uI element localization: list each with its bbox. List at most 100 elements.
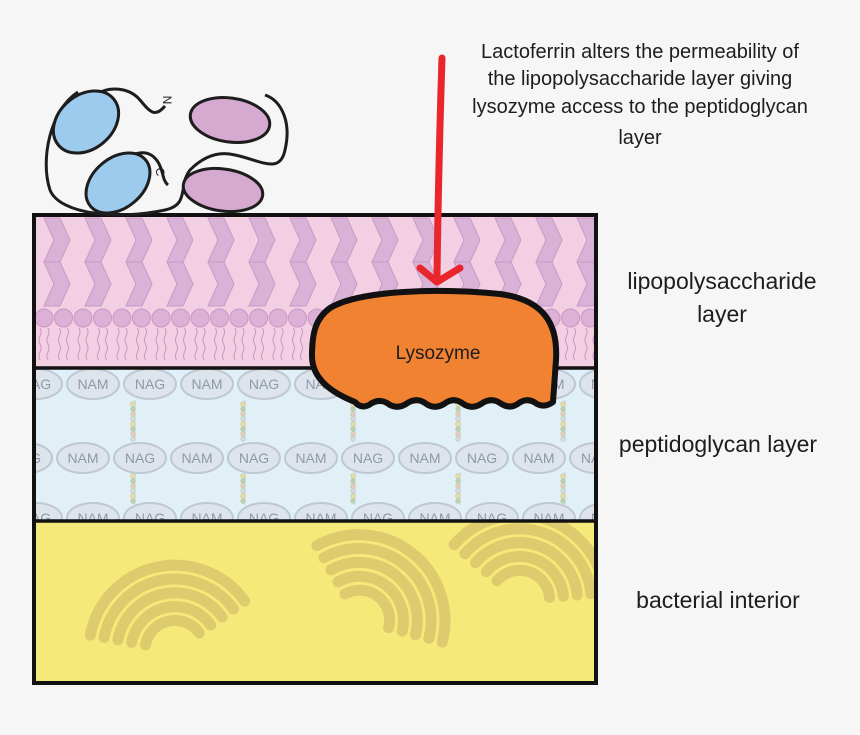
lipid-head — [249, 308, 268, 328]
sugar-label: NAM — [533, 510, 564, 526]
peptide-bead — [240, 401, 246, 407]
swirl-arc — [491, 564, 556, 603]
peptide-bead — [455, 436, 461, 442]
lipid-head — [561, 308, 580, 328]
glycan-sugar — [569, 442, 596, 474]
lipid-tail — [116, 327, 120, 361]
sugar-label: NAG — [363, 510, 393, 526]
glycan-sugar — [170, 442, 224, 474]
lps-label-line-2: layer — [697, 301, 747, 327]
lps-sugar-unit — [289, 261, 317, 307]
swirl-arc — [332, 570, 409, 637]
peptide-bead — [455, 421, 461, 427]
sugar-label: NAM — [409, 450, 440, 466]
lipid-tail — [233, 327, 237, 361]
n-terminal-label: N — [160, 96, 174, 105]
lipid-tail — [573, 327, 576, 361]
peptide-bead — [560, 488, 566, 494]
sugar-label: NAM — [419, 510, 450, 526]
lysozyme-label: Lysozyme — [396, 343, 481, 364]
lipid-head — [132, 308, 151, 328]
purple-lobe-top — [188, 96, 272, 144]
sugar-label: NAG — [581, 450, 611, 466]
swirl-arc — [84, 559, 251, 641]
lipid-tail — [272, 327, 276, 361]
swirl-arc — [480, 550, 569, 602]
glycan-sugar — [512, 442, 566, 474]
lipid-head — [268, 308, 288, 328]
sugar-label: NAM — [77, 510, 108, 526]
glycan-sugar — [284, 442, 338, 474]
peptide-bead — [560, 478, 566, 484]
peptide-bead — [130, 436, 136, 442]
lps-sugar-unit — [248, 261, 276, 307]
swirl-arc — [470, 537, 583, 601]
peptide-bead — [350, 493, 356, 499]
lipid-head — [73, 308, 93, 328]
peptide-bead — [240, 488, 246, 494]
lipid-tail — [175, 327, 178, 361]
peptide-bead — [130, 473, 136, 479]
swirl-arc — [339, 584, 396, 634]
lipid-tail — [155, 327, 159, 361]
lipid-tail — [144, 327, 147, 361]
peptide-bead — [560, 436, 566, 442]
ribosome-swirl — [311, 529, 451, 648]
annotation-line-3: lysozyme access to the peptidoglycan — [472, 96, 808, 118]
peptide-bead — [560, 483, 566, 489]
peptide-bead — [350, 406, 356, 412]
peptide-bead — [350, 421, 356, 427]
lipid-head — [112, 308, 132, 328]
glycan-sugar — [465, 502, 519, 521]
peptide-bead — [130, 478, 136, 484]
lipid-tail — [214, 327, 217, 361]
swirl-arc — [459, 523, 596, 600]
swirl-arc — [126, 601, 217, 648]
sugar-label: NAM — [181, 450, 212, 466]
sugar-label: NAG — [249, 510, 279, 526]
glycan-sugar — [398, 442, 452, 474]
peptide-bead — [240, 416, 246, 422]
ribosome-swirl — [448, 521, 596, 603]
sugar-label: NAM — [295, 450, 326, 466]
lipid-head — [190, 308, 210, 328]
peptide-bead — [560, 411, 566, 417]
peptide-bead — [560, 473, 566, 479]
interior-structures — [84, 521, 596, 651]
blue-lobe-bottom — [84, 151, 152, 215]
glycan-sugar — [408, 502, 462, 521]
glycan-sugar — [579, 369, 596, 399]
peptide-bead — [560, 431, 566, 437]
peptide-bead — [240, 483, 246, 489]
lipid-tail — [241, 327, 245, 361]
lps-sugar-unit — [84, 261, 112, 307]
peptide-bead — [455, 498, 461, 504]
lysozyme-enzyme: Lysozyme — [309, 287, 560, 410]
lps-sugar-unit — [125, 261, 153, 307]
lipid-tail — [183, 327, 186, 361]
peptide-bead — [560, 493, 566, 499]
lipid-tail — [66, 327, 69, 361]
lipid-head — [171, 308, 190, 328]
swirl-arc — [98, 573, 239, 643]
lps-label-line-1: lipopolysaccharide — [627, 268, 816, 294]
peptide-bead — [130, 483, 136, 489]
swirl-arc — [139, 614, 205, 651]
sugar-label: NAG — [591, 376, 621, 392]
sugar-label: NAM — [523, 450, 554, 466]
diagram-frame — [32, 213, 598, 685]
lps-sugar-unit — [43, 261, 71, 307]
peptide-bead — [240, 473, 246, 479]
peptide-bead — [130, 488, 136, 494]
peptide-bead — [455, 416, 461, 422]
lipid-tail — [253, 327, 256, 361]
arrow-icon — [416, 54, 464, 286]
sugar-label: NAG — [239, 450, 269, 466]
glycan-sugar — [34, 442, 53, 474]
sugar-label: NAG — [249, 376, 279, 392]
peptide-bead — [455, 431, 461, 437]
peptide-bead — [130, 421, 136, 427]
peptide-bead — [560, 426, 566, 432]
swirl-arc — [112, 587, 228, 646]
